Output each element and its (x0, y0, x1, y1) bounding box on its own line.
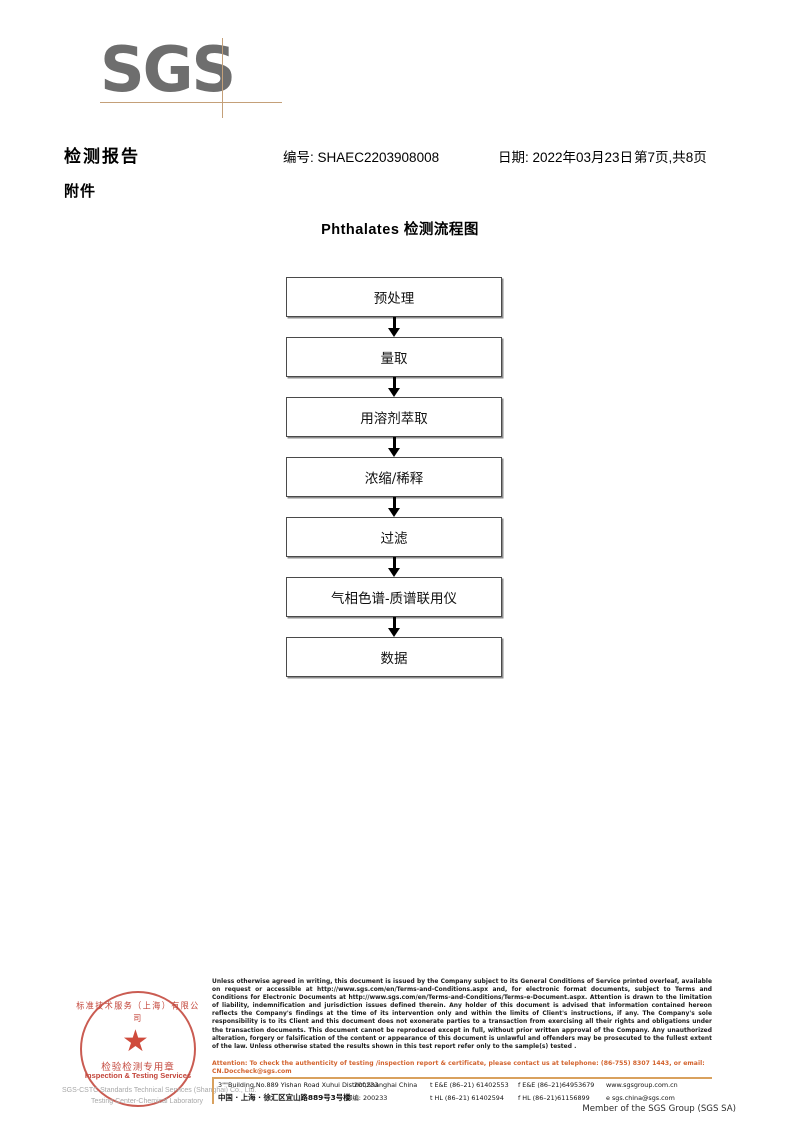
flow-step-box: 气相色谱-质谱联用仪 (286, 577, 502, 617)
flow-step-box: 过滤 (286, 517, 502, 557)
website-link[interactable]: www.sgsgroup.com.cn (606, 1081, 678, 1089)
logo-vertical-rule (222, 38, 223, 118)
flow-step-box: 量取 (286, 337, 502, 377)
page-indicator: 第7页,共8页 (634, 150, 707, 165)
address-row-en: 3""Building,No.889 Yishan Road Xuhui Dis… (218, 1079, 714, 1092)
legal-disclaimer-text: Unless otherwise agreed in writing, this… (212, 979, 712, 1050)
flow-arrow-icon (286, 617, 502, 637)
email-link[interactable]: e sgs.china@sgs.com (606, 1093, 675, 1102)
flowchart: 预处理 量取 用溶剂萃取 浓缩/稀释 过滤 气相色谱-质谱联用仪 数据 (286, 277, 502, 677)
flow-step-box: 数据 (286, 637, 502, 677)
flow-arrow-icon (286, 377, 502, 397)
tel-ee: t E&E (86–21) 61402553 (430, 1081, 509, 1089)
address-row-cn: 中国 · 上海 · 徐汇区宜山路889号3号楼 邮编: 200233 t HL … (218, 1092, 714, 1105)
seal-company-line-2: Testing Center-Chemical Laboratory (90, 1098, 204, 1105)
flow-arrow-icon (286, 497, 502, 517)
tel-hl: t HL (86–21) 61402594 (430, 1093, 504, 1102)
logo-horizontal-rule (100, 102, 282, 103)
fax-ee: f E&E (86–21)64953679 (518, 1081, 595, 1089)
report-header: 检测报告 编号: SHAEC2203908008 日期: 2022年03月23日… (0, 142, 800, 172)
address-cn: 中国 · 上海 · 徐汇区宜山路889号3号楼 (218, 1092, 351, 1102)
sgs-logo-text: SGS (100, 33, 236, 106)
report-number: 编号: SHAEC2203908008 (283, 150, 440, 165)
zip-cn: 邮编: 200233 (346, 1093, 388, 1102)
zip-en: 200233 (354, 1081, 379, 1089)
address-vertical-divider (212, 1077, 214, 1104)
seal-chinese-text: 检验检测专用章 (101, 1062, 175, 1073)
flow-arrow-icon (286, 317, 502, 337)
company-seal-stamp: 标准技术服务（上海）有限公司 ★ 检验检测专用章 Inspection & Te… (62, 983, 256, 1115)
report-date: 日期: 2022年03月23日 (498, 150, 634, 165)
flow-arrow-icon (286, 557, 502, 577)
flow-step-box: 预处理 (286, 277, 502, 317)
address-block: 3""Building,No.889 Yishan Road Xuhui Dis… (218, 1079, 714, 1104)
seal-circle-icon (80, 991, 196, 1107)
address-en: 3""Building,No.889 Yishan Road Xuhui Dis… (218, 1081, 418, 1089)
attention-notice: Attention: To check the authenticity of … (212, 1060, 705, 1076)
flow-step-box: 用溶剂萃取 (286, 397, 502, 437)
seal-arc-text: 标准技术服务（上海）有限公司 (76, 1001, 200, 1023)
seal-company-line-1: SGS-CSTC Standards Technical Services (S… (62, 1087, 257, 1094)
page-footer: 标准技术服务（上海）有限公司 ★ 检验检测专用章 Inspection & Te… (0, 978, 800, 1131)
flow-arrow-icon (286, 437, 502, 457)
flowchart-title: Phthalates 检测流程图 (321, 222, 479, 238)
seal-star-icon: ★ (122, 1025, 149, 1058)
flow-step-box: 浓缩/稀释 (286, 457, 502, 497)
address-divider (212, 1077, 712, 1079)
member-statement: Member of the SGS Group (SGS SA) (582, 1104, 736, 1114)
attachment-label: 附件 (64, 183, 97, 200)
sgs-logo: SGS (100, 33, 282, 123)
seal-english-text: Inspection & Testing Services (84, 1071, 192, 1080)
page-title: 检测报告 (64, 147, 140, 166)
fax-hl: f HL (86–21)61156899 (518, 1093, 590, 1102)
